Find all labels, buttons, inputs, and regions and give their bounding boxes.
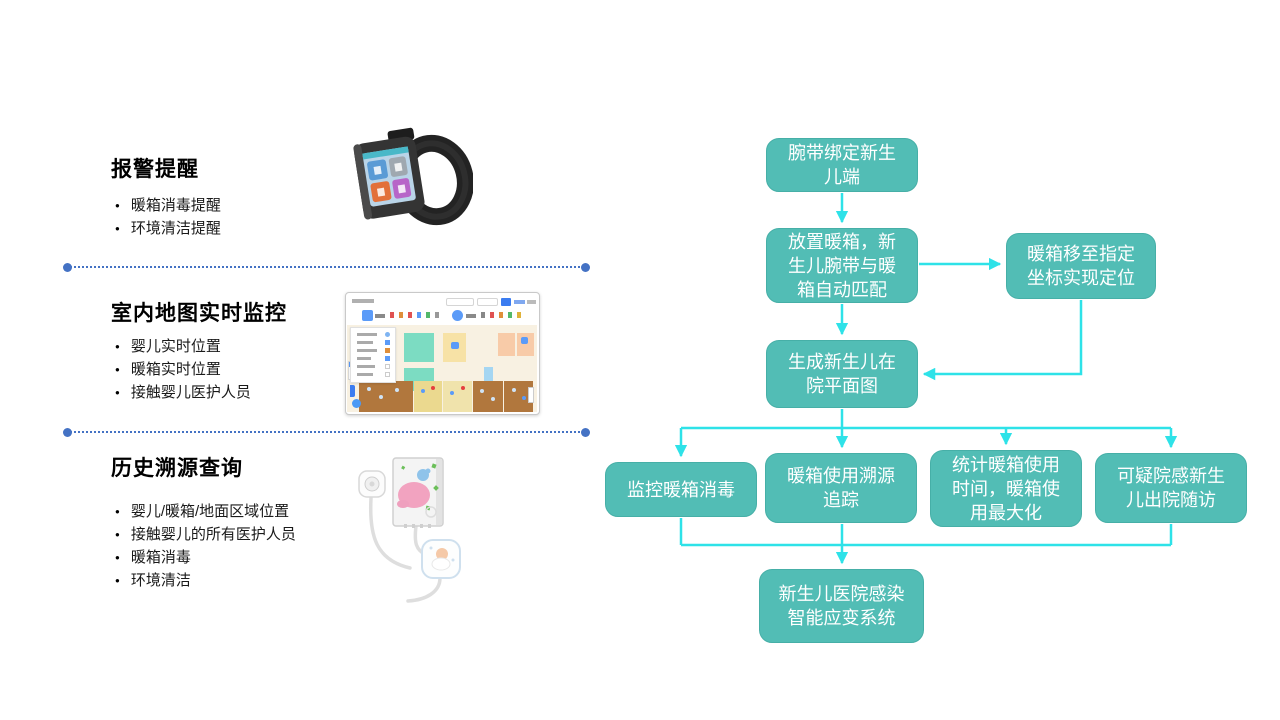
incubator-label-bar	[375, 314, 385, 318]
map-marker	[521, 337, 528, 344]
map-tab-inactive	[527, 300, 536, 304]
sensor-pod-baby-icon	[421, 539, 461, 579]
stat-dot	[390, 312, 394, 318]
map-ward-block	[443, 381, 472, 412]
bullet-item: 暖箱实时位置	[115, 358, 251, 381]
map-title-bar	[352, 299, 374, 303]
map-room-orange	[498, 333, 515, 356]
bullet-item: 接触婴儿医护人员	[115, 381, 251, 404]
section-title-history: 历史溯源查询	[111, 456, 243, 480]
legend-swatch	[385, 356, 390, 361]
map-ward-block	[359, 381, 413, 412]
map-search-box	[477, 298, 498, 306]
incubator-icon	[362, 310, 373, 321]
legend-bar	[357, 365, 375, 368]
stat-dot	[435, 312, 439, 318]
flow-node-usage-tracing: 暖箱使用溯源追踪	[765, 453, 917, 523]
map-locate-button	[352, 399, 361, 408]
person-dot	[395, 388, 399, 392]
bullet-item: 暖箱消毒	[115, 546, 296, 569]
legend-swatch	[385, 372, 390, 377]
legend-swatch	[385, 348, 390, 353]
map-zoom-control	[528, 387, 534, 403]
flow-node-disinfection-monitoring: 监控暖箱消毒	[605, 462, 757, 517]
person-dot	[450, 391, 454, 395]
map-select-box	[446, 298, 474, 306]
map-bullet-list: 婴儿实时位置 暖箱实时位置 接触婴儿医护人员	[115, 335, 251, 404]
flow-node-incubator-matching: 放置暖箱，新生儿腕带与暖箱自动匹配	[766, 228, 918, 303]
person-dot	[480, 389, 484, 393]
flow-node-incubator-positioning: 暖箱移至指定坐标实现定位	[1006, 233, 1156, 299]
bullet-item: 婴儿实时位置	[115, 335, 251, 358]
flow-node-usage-statistics: 统计暖箱使用时间，暖箱使用最大化	[930, 450, 1082, 527]
stat-dot	[417, 312, 421, 318]
stat-dot	[481, 312, 485, 318]
map-ward-block	[414, 381, 442, 412]
bullet-item: 婴儿/暖箱/地面区域位置	[115, 500, 296, 523]
base-station-icon	[392, 457, 444, 528]
legend-swatch	[385, 364, 390, 369]
legend-swatch	[385, 340, 390, 345]
flow-node-floorplan-generation: 生成新生儿在院平面图	[766, 340, 918, 408]
baby-label-bar	[466, 314, 476, 318]
legend-swatch	[385, 332, 390, 337]
dotted-divider	[63, 263, 590, 272]
bullet-item: 环境清洁	[115, 569, 296, 592]
section-title-alarm: 报警提醒	[111, 157, 199, 181]
legend-bar	[357, 341, 373, 344]
person-dot	[421, 389, 425, 393]
stat-dot	[499, 312, 503, 318]
history-bullet-list: 婴儿/暖箱/地面区域位置 接触婴儿的所有医护人员 暖箱消毒 环境清洁	[115, 500, 296, 592]
legend-bar	[357, 333, 377, 336]
map-room-green	[404, 333, 434, 362]
person-dot	[522, 396, 526, 400]
stat-dot	[508, 312, 512, 318]
stat-dot	[426, 312, 430, 318]
map-marker	[451, 342, 459, 349]
divider-endpoint	[63, 428, 72, 437]
bullet-item: 暖箱消毒提醒	[115, 194, 221, 217]
tracing-device-image	[358, 457, 461, 603]
sensor-pod-small-icon	[358, 470, 386, 498]
stat-dot	[399, 312, 403, 318]
person-dot	[379, 395, 383, 399]
map-search-button	[501, 298, 511, 306]
stat-dot	[408, 312, 412, 318]
bullet-item: 接触婴儿的所有医护人员	[115, 523, 296, 546]
baby-icon	[452, 310, 463, 321]
map-room-blue	[484, 367, 493, 387]
flow-node-discharge-followup: 可疑院感新生儿出院随访	[1095, 453, 1247, 523]
flow-node-wristband-binding: 腕带绑定新生儿端	[766, 138, 918, 192]
legend-bar	[357, 373, 373, 376]
legend-bar	[357, 357, 371, 360]
legend-bar	[357, 349, 377, 352]
alert-dot	[431, 386, 435, 390]
dotted-divider	[63, 428, 590, 437]
stat-dot	[490, 312, 494, 318]
person-dot	[367, 387, 371, 391]
divider-endpoint	[581, 263, 590, 272]
indoor-map-screenshot	[345, 292, 540, 415]
map-panel-toggle	[350, 385, 355, 397]
section-title-map: 室内地图实时监控	[111, 301, 287, 325]
person-dot	[512, 388, 516, 392]
divider-endpoint	[63, 263, 72, 272]
map-tab-active	[514, 300, 525, 304]
watch-face-icon	[353, 127, 425, 220]
edge-n3-n4	[922, 300, 1083, 381]
bullet-item: 环境清洁提醒	[115, 217, 221, 240]
smartwatch-image	[353, 127, 473, 226]
map-legend-panel	[350, 327, 396, 383]
flow-node-infection-response-system: 新生儿医院感染智能应变系统	[759, 569, 924, 643]
alarm-bullet-list: 暖箱消毒提醒 环境清洁提醒	[115, 194, 221, 240]
divider-endpoint	[581, 428, 590, 437]
alert-dot	[461, 386, 465, 390]
map-ward-block	[473, 381, 503, 412]
person-dot	[491, 397, 495, 401]
stat-dot	[517, 312, 521, 318]
